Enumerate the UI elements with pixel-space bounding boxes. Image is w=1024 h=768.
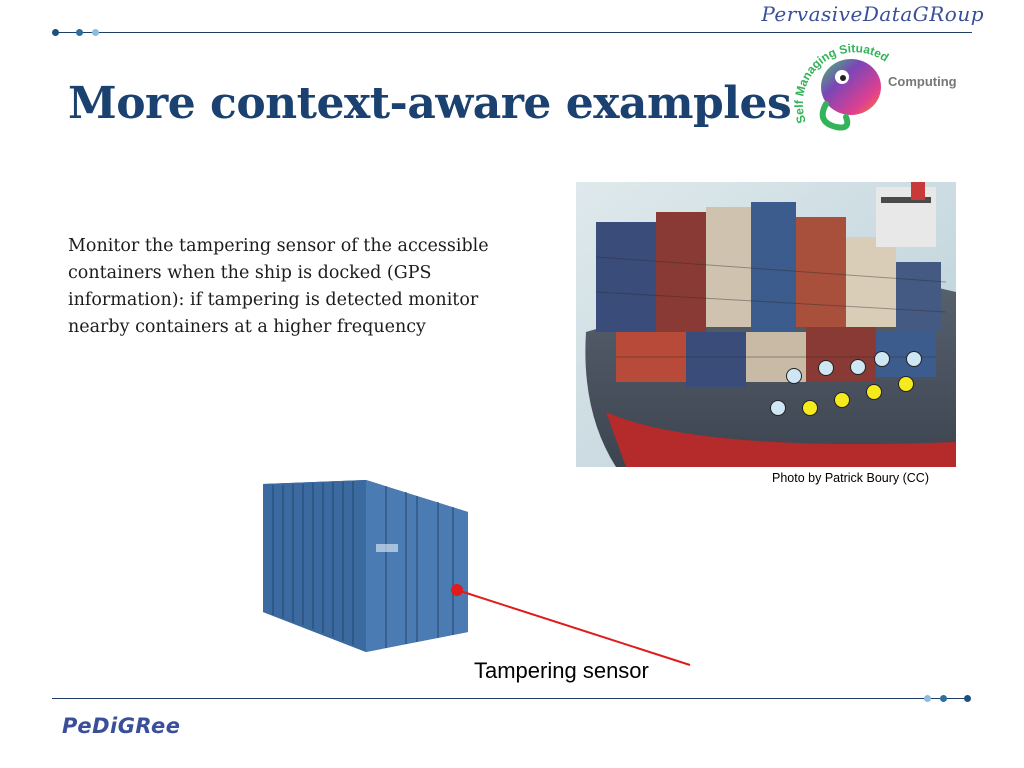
container-ribs [272,481,454,648]
lizard-tail [819,101,851,131]
footer-brand: PeDiGRee [62,714,181,738]
yellow-sensor-dots [802,376,914,416]
header-dot [52,29,59,36]
bridge-windows [881,197,931,203]
ship-hull-red [606,412,956,467]
container-marking [376,544,398,552]
sensor-dot-light [850,359,866,375]
shipping-container-image [263,480,468,652]
footer-dot [924,695,931,702]
group-brand: PervasiveDataGRoup [761,2,984,26]
container-long-side [263,480,366,652]
footer-dot [964,695,971,702]
sensor-callout-line [456,589,691,666]
photo-credit: Photo by Patrick Boury (CC) [772,471,929,485]
logo-tail-text: Computing [888,74,957,89]
header-rule [55,32,972,33]
sensor-dot-light [770,400,786,416]
header-dot [92,29,99,36]
footer-dot [940,695,947,702]
sensor-dot-yellow [898,376,914,392]
sensor-dot-light [818,360,834,376]
sensor-dot-light [786,368,802,384]
container-ship-photo [576,182,956,467]
lizard-body [821,59,881,115]
sensor-dot-yellow [802,400,818,416]
sensor-dot-yellow [834,392,850,408]
header-dot [76,29,83,36]
tampering-sensor-label: Tampering sensor [474,658,649,683]
light-sensor-dots [770,351,922,416]
slide-title: More context-aware examples [68,78,792,129]
ship-bridge [876,187,936,247]
sensor-dot-light [874,351,890,367]
container-stacks [595,202,947,387]
slide-body-text: Monitor the tampering sensor of the acce… [68,236,489,337]
sensor-dot-yellow [866,384,882,400]
lizard-pupil [840,75,846,81]
sensor-dot-light [906,351,922,367]
ship-funnel [911,182,925,200]
smsc-logo: Self Managing Situated Computing [792,41,957,131]
footer-rule [52,698,970,699]
